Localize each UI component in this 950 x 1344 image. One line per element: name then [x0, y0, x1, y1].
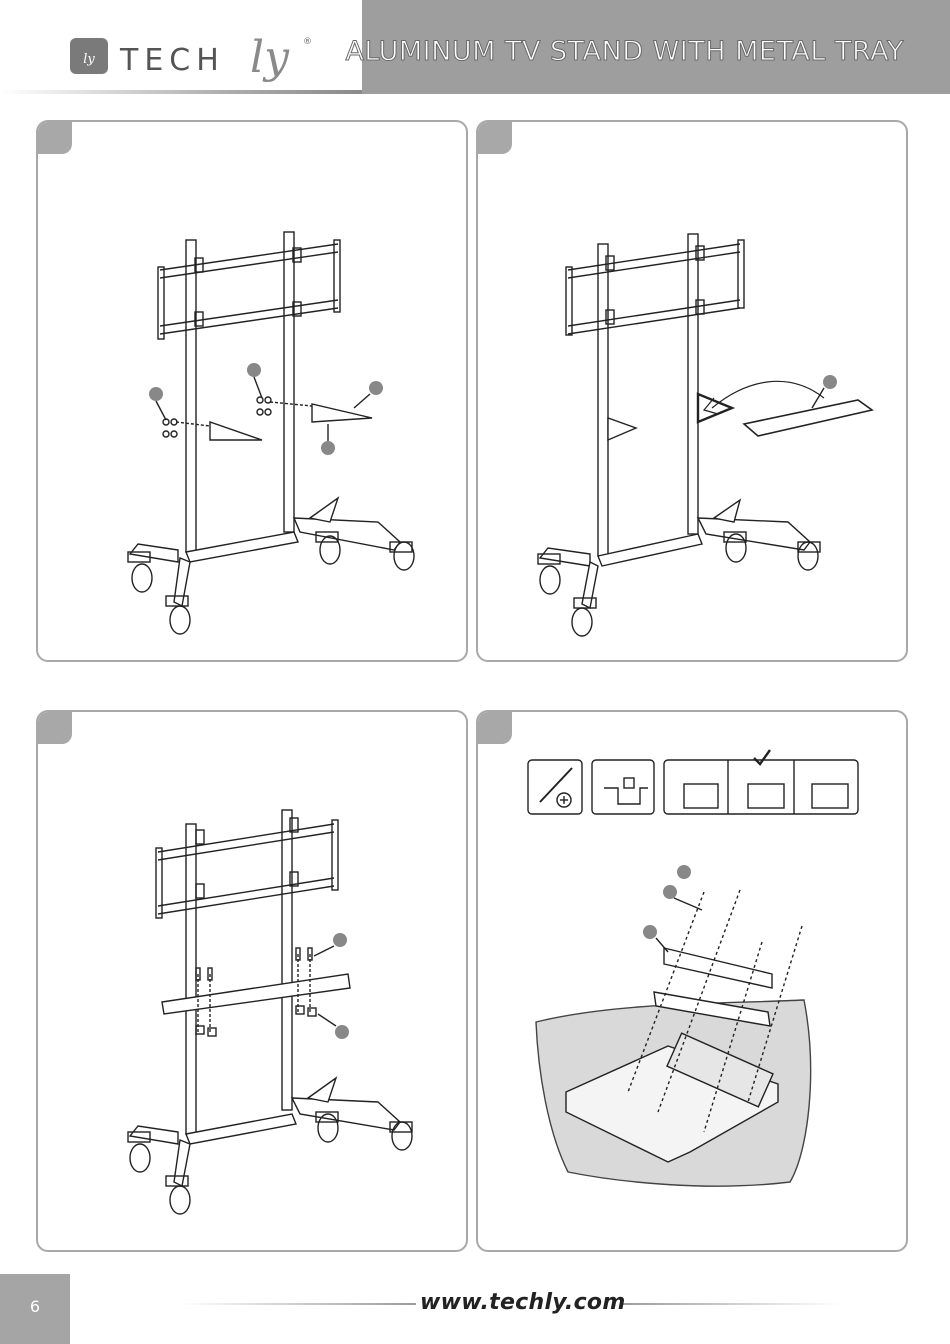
checkmark-icon	[754, 750, 770, 764]
techly-logo: ly TECH ly ®	[0, 0, 360, 94]
panel-step-3	[36, 710, 468, 1252]
registered-mark: ®	[303, 37, 312, 47]
footer-line-left	[180, 1303, 416, 1305]
logo-area: ly TECH ly ®	[0, 0, 360, 94]
panel-step-1	[36, 120, 468, 662]
footer-url-link[interactable]: www.techly.com	[420, 1290, 616, 1315]
wrench-icon	[592, 760, 654, 814]
stand-bracket-assembly-illustration	[38, 122, 466, 660]
page-number: 6	[0, 1274, 70, 1344]
logo-badge-text: ly	[83, 52, 95, 67]
logo-brand-script: ly	[250, 32, 290, 83]
panel-step-4	[476, 710, 908, 1252]
screw-length-options-icon	[664, 750, 858, 814]
tv-bracket-mounting-illustration	[478, 712, 906, 1250]
stand-tray-screws-illustration	[38, 712, 466, 1250]
page-title: ALUMINUM TV STAND WITH METAL TRAY	[345, 36, 904, 67]
panel-step-2	[476, 120, 908, 662]
screwdriver-icon	[528, 760, 582, 814]
logo-brand-main: TECH	[119, 43, 225, 78]
stand-tray-mount-illustration	[478, 122, 906, 660]
footer-line-right	[620, 1303, 840, 1305]
header-bar: ALUMINUM TV STAND WITH METAL TRAY	[362, 0, 950, 94]
header-underline	[0, 90, 362, 94]
